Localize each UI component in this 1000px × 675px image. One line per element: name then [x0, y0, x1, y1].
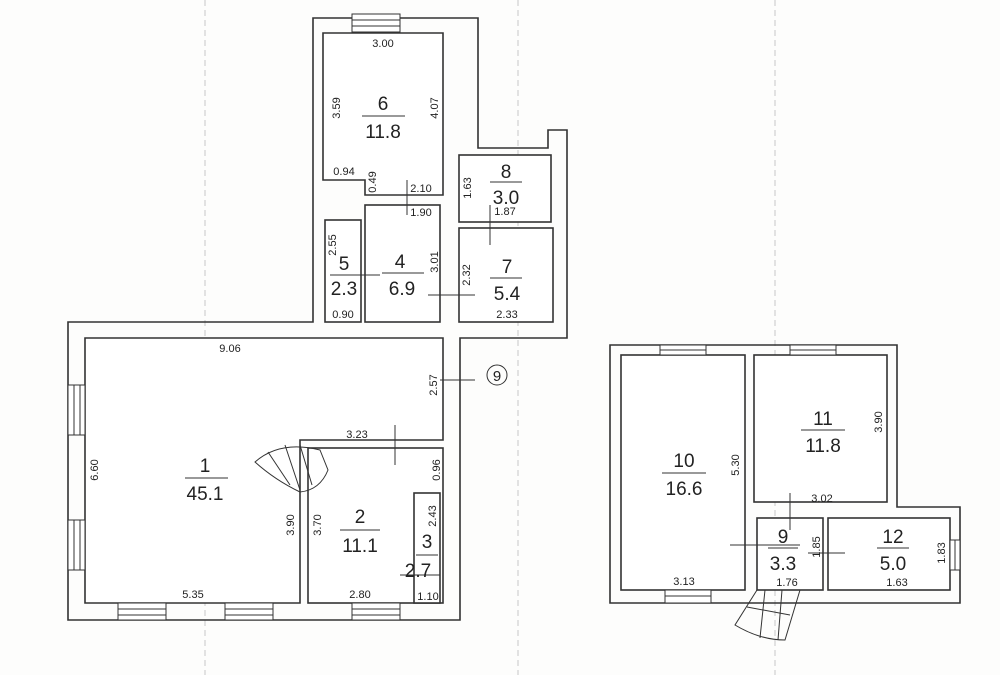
room-label-8: 83.0 [490, 162, 522, 209]
svg-text:1.90: 1.90 [410, 207, 431, 219]
svg-text:8: 8 [501, 162, 512, 183]
svg-text:1.10: 1.10 [417, 591, 438, 603]
svg-text:2.32: 2.32 [461, 264, 473, 285]
svg-text:0.94: 0.94 [333, 166, 354, 178]
room-label-7: 75.4 [490, 257, 522, 305]
room-5 [324, 219, 362, 323]
svg-text:6: 6 [378, 94, 389, 115]
svg-text:4.07: 4.07 [429, 97, 441, 118]
svg-text:11.8: 11.8 [365, 122, 401, 143]
svg-text:3.00: 3.00 [372, 38, 393, 50]
svg-text:3.59: 3.59 [331, 97, 343, 118]
svg-text:3.02: 3.02 [811, 493, 832, 505]
svg-text:1.63: 1.63 [886, 577, 907, 589]
svg-text:6.9: 6.9 [389, 279, 415, 300]
svg-text:3.01: 3.01 [429, 251, 441, 272]
room-label-4: 46.9 [382, 252, 424, 300]
svg-text:10: 10 [673, 451, 694, 472]
svg-text:0.49: 0.49 [367, 171, 379, 192]
svg-text:5: 5 [339, 254, 350, 275]
svg-text:1: 1 [200, 456, 211, 477]
room-3 [413, 492, 441, 604]
svg-text:1.87: 1.87 [494, 206, 515, 218]
svg-text:12: 12 [882, 527, 903, 548]
svg-text:11.8: 11.8 [805, 436, 841, 457]
outer-wall-left-building [67, 17, 568, 621]
outer-wall-right-building [609, 344, 961, 604]
room-8 [458, 154, 552, 223]
svg-text:4: 4 [395, 252, 406, 273]
svg-text:0.90: 0.90 [332, 309, 353, 321]
svg-text:2: 2 [355, 507, 366, 528]
room-6 [322, 32, 444, 196]
svg-text:9: 9 [778, 527, 789, 548]
svg-text:5.30: 5.30 [730, 454, 742, 475]
svg-text:11.1: 11.1 [342, 536, 378, 557]
room-marker-9: 9 [486, 364, 508, 386]
svg-text:3.90: 3.90 [285, 514, 297, 535]
room-1 [84, 337, 444, 604]
svg-text:2.7: 2.7 [405, 561, 431, 582]
svg-text:9.06: 9.06 [219, 343, 240, 355]
svg-text:1.63: 1.63 [462, 177, 474, 198]
room-11 [753, 354, 888, 503]
door-marks [330, 180, 845, 576]
svg-text:2.33: 2.33 [496, 309, 517, 321]
svg-text:1.85: 1.85 [811, 536, 823, 557]
svg-text:1.76: 1.76 [776, 577, 797, 589]
svg-text:45.1: 45.1 [187, 484, 224, 505]
svg-text:16.6: 16.6 [666, 479, 703, 500]
room-label-6: 611.8 [362, 94, 405, 143]
svg-text:1.83: 1.83 [936, 542, 948, 563]
room-label-2: 211.1 [340, 507, 380, 557]
svg-text:2.43: 2.43 [427, 505, 439, 526]
svg-text:3.13: 3.13 [673, 576, 694, 588]
svg-text:3.70: 3.70 [312, 514, 324, 535]
svg-text:11: 11 [813, 409, 833, 430]
svg-text:0.96: 0.96 [431, 459, 443, 480]
room-label-12: 125.0 [877, 527, 909, 575]
svg-text:3.3: 3.3 [770, 554, 796, 575]
room-label-9: 93.3 [768, 527, 798, 575]
svg-text:3.0: 3.0 [493, 188, 519, 209]
svg-text:2.55: 2.55 [327, 234, 339, 255]
svg-text:6.60: 6.60 [89, 459, 101, 480]
dimension-labels: 3.00 3.59 4.07 0.94 0.49 2.10 1.90 2.55 … [89, 38, 948, 603]
room-label-5: 52.3 [331, 254, 357, 300]
svg-text:5.0: 5.0 [880, 554, 906, 575]
svg-text:5.35: 5.35 [182, 589, 203, 601]
room-7 [458, 227, 554, 323]
room-label-1: 145.1 [185, 456, 228, 505]
svg-text:2.10: 2.10 [410, 183, 431, 195]
svg-text:2.57: 2.57 [428, 374, 440, 395]
svg-text:7: 7 [502, 257, 513, 278]
svg-text:3: 3 [422, 532, 433, 553]
room-label-11: 11 11.8 [801, 409, 845, 457]
svg-text:3.23: 3.23 [346, 429, 367, 441]
svg-text:2.80: 2.80 [349, 589, 370, 601]
svg-text:3.90: 3.90 [873, 411, 885, 432]
room-4 [364, 204, 441, 323]
windows [67, 13, 961, 621]
svg-text:2.3: 2.3 [331, 279, 357, 300]
room-label-10: 10 16.6 [662, 451, 706, 500]
svg-text:9: 9 [493, 368, 501, 385]
room-label-3: 32.7 [405, 532, 438, 582]
stair-icon [254, 444, 801, 641]
svg-text:5.4: 5.4 [494, 284, 521, 305]
